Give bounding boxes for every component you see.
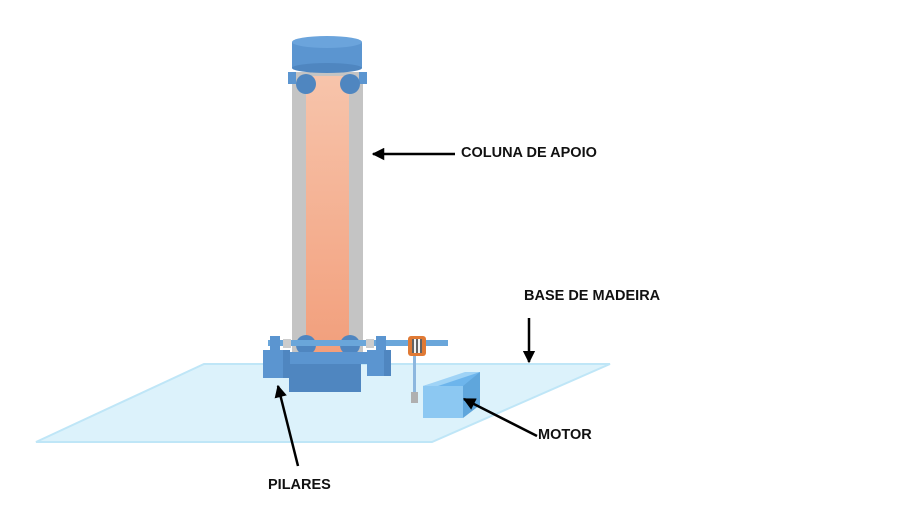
pillar-right [367, 350, 391, 376]
support-column [288, 36, 367, 355]
pillars-arrow [274, 384, 300, 467]
pillars-label: PILARES [268, 477, 331, 493]
pillar-left [263, 350, 290, 378]
column-label: COLUNA DE APOIO [461, 145, 597, 161]
base-label: BASE DE MADEIRA [524, 288, 661, 304]
motor-arrow [462, 397, 538, 438]
coupler [408, 336, 426, 403]
column-foot [281, 352, 367, 392]
motor-label: MOTOR [538, 427, 592, 443]
axle [268, 336, 448, 350]
